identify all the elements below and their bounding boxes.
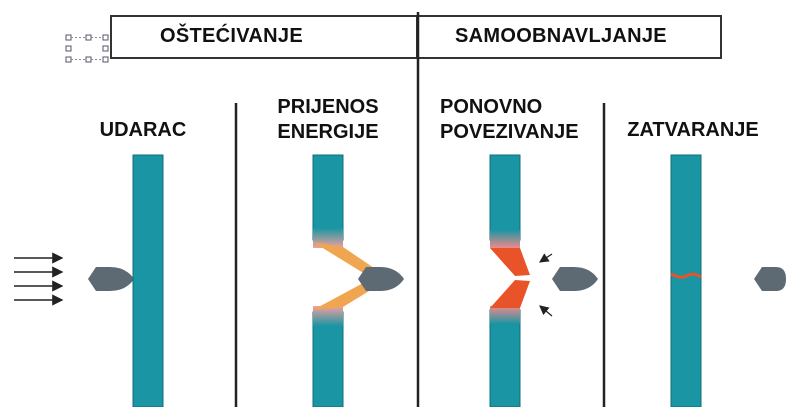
healed-seam [670, 272, 702, 279]
material-bar-top [312, 154, 344, 241]
header-label-damage: OŠTEĆIVANJE [160, 25, 303, 47]
reconnect-cone-top [490, 248, 530, 276]
material-bar-bottom [489, 309, 521, 407]
stage-title-energy-transfer: PRIJENOS ENERGIJE [268, 95, 388, 145]
stage-title-reconnection: PONOVNO POVEZIVANJE [432, 95, 592, 145]
stage-title-line: ZATVARANJE [627, 119, 759, 141]
impact-arrows [14, 252, 64, 306]
projectile-icon [754, 267, 786, 291]
stage-title-impact: UDARAC [88, 118, 198, 143]
projectile-icon [552, 267, 598, 291]
bar-damage-gradient-bottom [313, 306, 343, 326]
energy-cone-bottom [313, 282, 374, 310]
healing-arrow-top [539, 253, 553, 263]
stage-title-line: UDARAC [99, 119, 187, 141]
material-bar-healed [670, 154, 702, 407]
stage-title-line: POVEZIVANJE [440, 121, 579, 143]
header-box-self-healing [416, 15, 722, 59]
material-bar-bottom [312, 311, 344, 407]
projectile-icon [358, 267, 404, 291]
energy-cone-top [313, 242, 374, 274]
stage-title-line: PONOVNO [440, 96, 543, 118]
bar-damage-gradient-top [490, 230, 520, 248]
selection-handles-icon[interactable] [62, 32, 112, 66]
stage-title-line: ENERGIJE [277, 121, 379, 143]
projectile-icon [88, 267, 134, 291]
reconnect-cone-bottom [490, 280, 530, 308]
bar-damage-gradient-top [313, 228, 343, 248]
healing-arrow-bottom [539, 305, 553, 317]
material-bar-top [489, 154, 521, 241]
bar-damage-gradient-bottom [490, 306, 520, 324]
header-box-damage [110, 15, 418, 59]
material-bar-intact [132, 154, 164, 407]
stage-title-closing: ZATVARANJE [618, 118, 768, 143]
header-label-self-healing: SAMOOBNAVLJANJE [455, 25, 667, 47]
stage-title-line: PRIJENOS [277, 96, 379, 118]
